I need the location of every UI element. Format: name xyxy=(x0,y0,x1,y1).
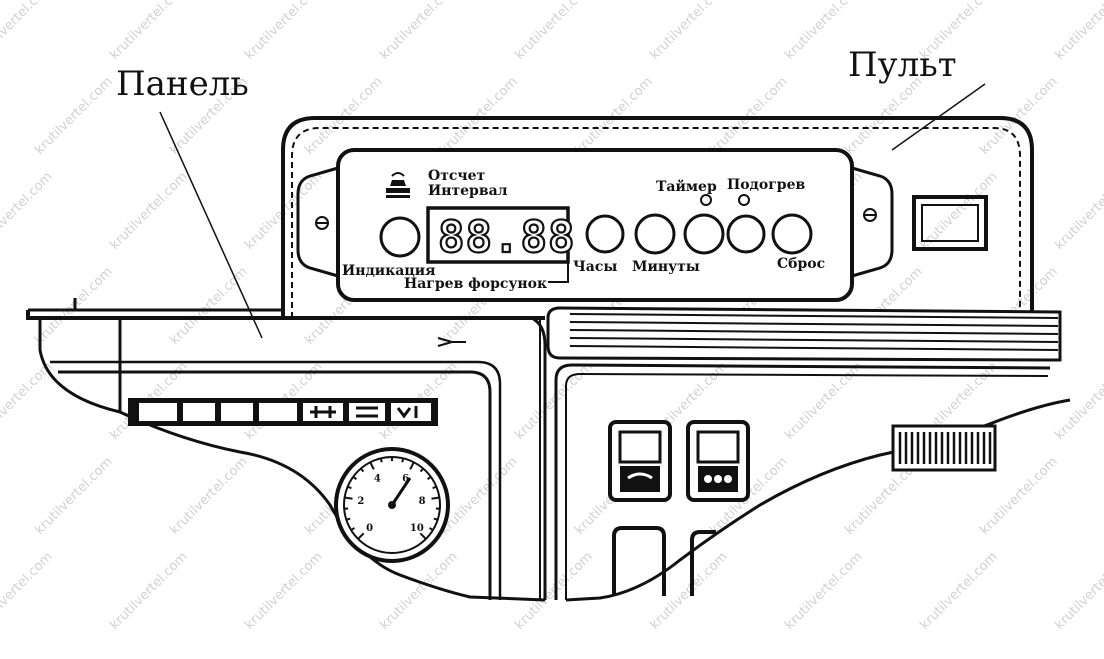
watermark-text: krutilvertel.com xyxy=(1052,0,1104,63)
watermark-text: krutilvertel.com xyxy=(782,359,865,442)
watermark-text: krutilvertel.com xyxy=(512,0,595,63)
minutes-label: Минуты xyxy=(632,259,700,275)
clock-label: Часы xyxy=(573,259,617,275)
switch-button[interactable] xyxy=(258,402,298,422)
rocker-switch[interactable] xyxy=(610,422,670,500)
screw-icon xyxy=(316,217,328,229)
watermark-text: krutilvertel.com xyxy=(242,549,325,632)
preheat-label: Подогрев xyxy=(727,177,806,193)
minutes-button[interactable] xyxy=(636,215,674,253)
screw-icon xyxy=(864,209,876,221)
watermark-text: krutilvertel.com xyxy=(167,454,250,537)
switch-button[interactable] xyxy=(348,402,386,422)
gauge-tick xyxy=(381,458,382,462)
interval-label: Интервал xyxy=(428,183,508,199)
watermark-text: krutilvertel.com xyxy=(917,549,1000,632)
watermark-text: krutilvertel.com xyxy=(437,454,520,537)
watermark-text: krutilvertel.com xyxy=(107,549,190,632)
switch-button[interactable] xyxy=(390,402,432,422)
preheat-led xyxy=(739,195,749,205)
gauge-number: 8 xyxy=(419,496,426,507)
injector-heating-label: Нагрев форсунок xyxy=(404,276,547,292)
console-label: Пульт xyxy=(848,45,957,85)
watermark-text: krutilvertel.com xyxy=(512,359,595,442)
panel-label: Панель xyxy=(116,64,249,104)
watermark-text: krutilvertel.com xyxy=(107,0,190,63)
gauge-tick xyxy=(348,487,352,489)
rocker-switch[interactable] xyxy=(688,422,748,500)
watermark-text: krutilvertel.com xyxy=(242,0,325,63)
watermark-text: krutilvertel.com xyxy=(0,0,56,63)
switch-bank xyxy=(128,398,438,426)
watermark-text: krutilvertel.com xyxy=(512,549,595,632)
gauge-number: 10 xyxy=(410,523,424,534)
watermark-text: krutilvertel.com xyxy=(0,549,56,632)
switch-button[interactable] xyxy=(182,402,216,422)
gauge-tick xyxy=(345,497,353,498)
watermark-text: krutilvertel.com xyxy=(647,0,730,63)
switch-button[interactable] xyxy=(138,402,178,422)
timer-button[interactable] xyxy=(685,215,723,253)
timer-led xyxy=(701,195,711,205)
gauge-number: 4 xyxy=(374,473,381,484)
clock-button[interactable] xyxy=(587,216,623,252)
reset-label: Сброс xyxy=(777,256,825,272)
watermark-text: krutilvertel.com xyxy=(32,74,115,157)
timer-label: Таймер xyxy=(656,178,717,195)
preheat-button[interactable] xyxy=(728,216,764,252)
gauge-number: 0 xyxy=(366,523,373,534)
indication-button[interactable] xyxy=(381,218,419,256)
dashboard-panel xyxy=(28,298,545,600)
gauge-number: 2 xyxy=(357,496,364,507)
gauge-tick xyxy=(433,487,437,489)
report-label: Отсчет xyxy=(428,168,486,184)
watermark-text: krutilvertel.com xyxy=(32,454,115,537)
gauge-tick xyxy=(432,497,440,498)
lcd-display: 88.88 xyxy=(428,208,575,263)
gauge-tick xyxy=(434,519,438,520)
watermark-text: krutilvertel.com xyxy=(1052,549,1104,632)
gauge-tick xyxy=(402,458,403,462)
vent-grille xyxy=(893,426,995,470)
reset-button[interactable] xyxy=(773,215,811,253)
watermark-text: krutilvertel.com xyxy=(377,0,460,63)
watermark-text: krutilvertel.com xyxy=(1052,169,1104,252)
switch-button[interactable] xyxy=(220,402,254,422)
watermark-text: krutilvertel.com xyxy=(647,549,730,632)
watermark-text: krutilvertel.com xyxy=(782,549,865,632)
watermark-text: krutilvertel.com xyxy=(0,169,56,252)
watermark-text: krutilvertel.com xyxy=(107,169,190,252)
gauge-tick xyxy=(346,519,350,520)
lcd-readout: 88.88 xyxy=(438,212,575,263)
watermark-text: krutilvertel.com xyxy=(167,264,250,347)
